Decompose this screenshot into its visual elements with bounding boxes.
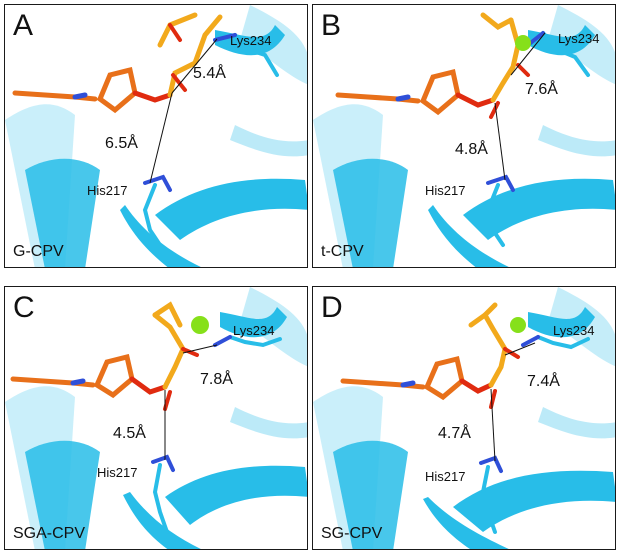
distance-bottom-label: 6.5Å (105, 135, 138, 152)
distance-top-label: 5.4Å (193, 65, 226, 82)
panel-name: SG-CPV (321, 525, 383, 542)
distance-top-label: 7.8Å (200, 371, 233, 388)
distance-bottom-label: 4.7Å (438, 425, 471, 442)
residue-bottom-label: His217 (425, 183, 466, 198)
residue-top-label: Lys234 (233, 323, 275, 338)
panel-name: SGA-CPV (13, 525, 86, 542)
panel-letter: B (321, 9, 342, 42)
residue-bottom-label: His217 (425, 469, 466, 484)
panel-letter: C (13, 291, 35, 324)
residue-top-label: Lys234 (558, 31, 600, 46)
structure-b (313, 5, 615, 267)
structure-a (5, 5, 307, 267)
panel-name: t-CPV (321, 243, 364, 260)
panel-letter: D (321, 291, 343, 324)
distance-bottom-label: 4.8Å (455, 141, 488, 158)
panel-a: A G-CPV Lys234 His217 5.4Å 6.5Å (4, 4, 308, 268)
panel-b: B t-CPV Lys234 His217 7.6Å 4.8Å (312, 4, 616, 268)
residue-bottom-label: His217 (87, 183, 128, 198)
panel-d: D SG-CPV Lys234 His217 7.4Å 4.7Å (312, 286, 616, 550)
distance-top-label: 7.6Å (525, 81, 558, 98)
residue-bottom-label: His217 (97, 465, 138, 480)
residue-top-label: Lys234 (553, 323, 595, 338)
distance-bottom-label: 4.5Å (113, 425, 146, 442)
panel-name: G-CPV (13, 243, 64, 260)
structure-c (5, 287, 307, 549)
residue-top-label: Lys234 (230, 33, 272, 48)
panel-c: C SGA-CPV Lys234 His217 7.8Å 4.5Å (4, 286, 308, 550)
distance-top-label: 7.4Å (527, 373, 560, 390)
structure-d (313, 287, 615, 549)
panel-letter: A (13, 9, 34, 42)
